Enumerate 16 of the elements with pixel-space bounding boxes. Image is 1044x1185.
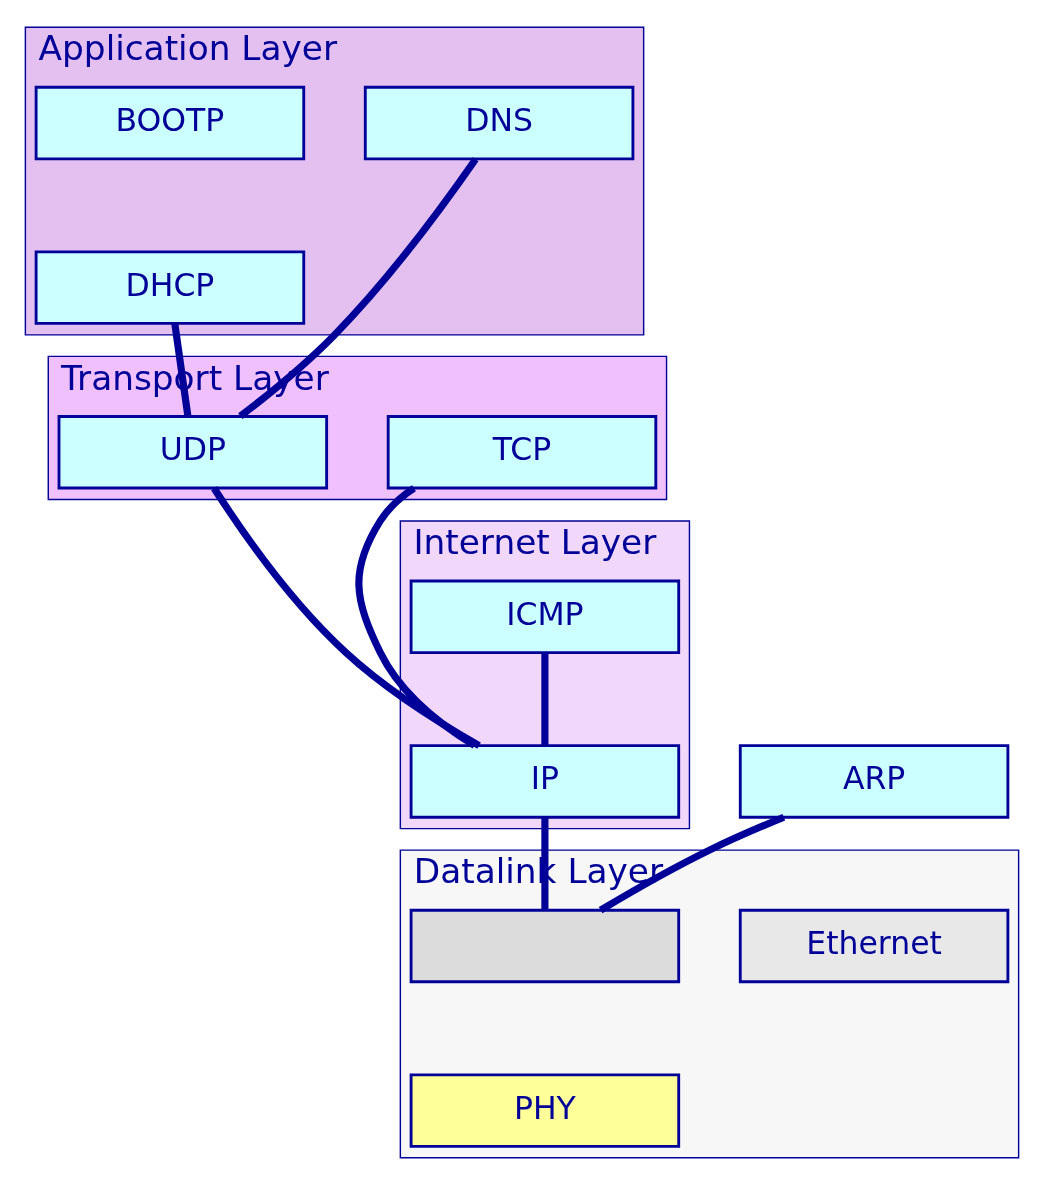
connector [541,652,549,746]
connector [238,157,479,419]
node-box: ARP [738,744,1010,819]
node-box: IP [409,744,681,819]
node-box: PHY [409,1073,681,1148]
node-box: BOOTP [34,85,306,161]
node-box [409,908,681,984]
node-box: TCP [386,415,658,490]
connector [211,486,481,749]
node-box: DHCP [34,250,306,325]
connector [598,813,786,914]
node-box: ICMP [409,579,681,655]
node-box: UDP [57,415,329,490]
node-box: DNS [363,85,635,161]
node-box: Ethernet [738,908,1010,984]
connector [355,485,477,749]
